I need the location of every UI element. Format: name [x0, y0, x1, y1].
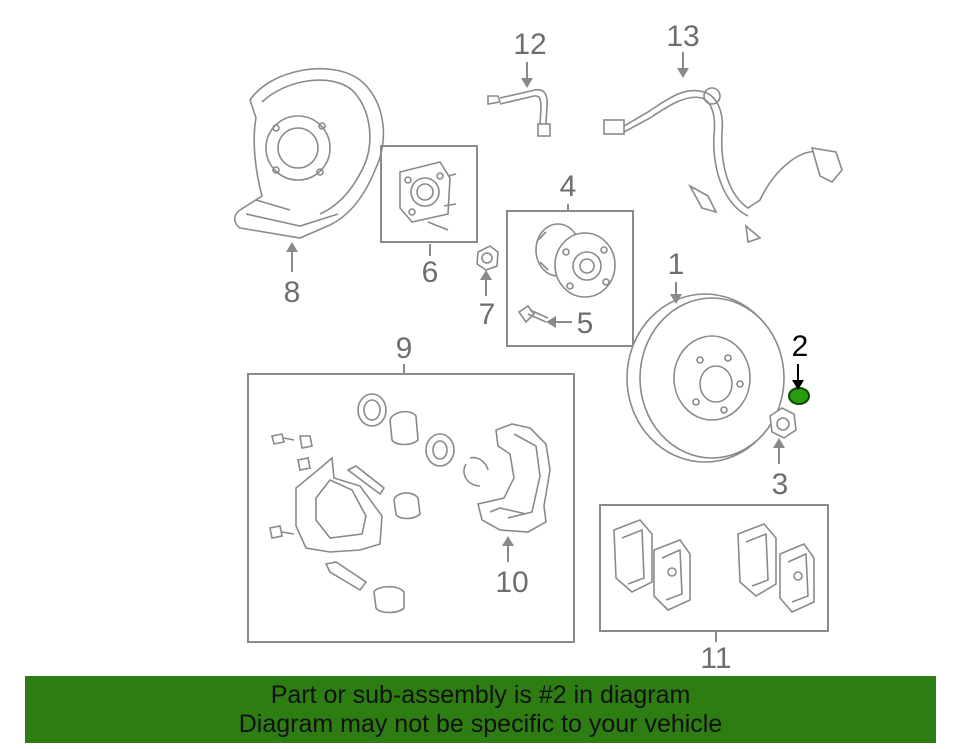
- part-9-caliper-kit[interactable]: [269, 393, 489, 614]
- callout-1: 1: [668, 248, 685, 281]
- part-9-box: [247, 373, 575, 643]
- callout-9: 9: [396, 332, 413, 365]
- callout-2: 2: [792, 330, 809, 363]
- banner-line-2: Diagram may not be specific to your vehi…: [238, 709, 723, 738]
- banner-line-1: Part or sub-assembly is #2 in diagram: [270, 680, 691, 709]
- part-6-hub[interactable]: [399, 161, 457, 231]
- part-4-hub-assembly[interactable]: [535, 223, 616, 298]
- part-10-caliper-bracket[interactable]: [477, 423, 551, 533]
- callout-12: 12: [513, 28, 546, 61]
- part-3-hub-nut[interactable]: [769, 407, 797, 439]
- callout-13: 13: [666, 20, 699, 53]
- part-1-rotor[interactable]: [626, 293, 785, 463]
- part-12-brake-hose[interactable]: [487, 88, 551, 137]
- part-6-box: [380, 145, 478, 243]
- callout-10: 10: [495, 566, 528, 599]
- callout-4: 4: [560, 170, 577, 203]
- info-banner: Part or sub-assembly is #2 in diagram Di…: [25, 676, 936, 743]
- part-8-dust-shield[interactable]: [233, 67, 385, 239]
- callout-3: 3: [772, 468, 789, 501]
- callout-7: 7: [479, 298, 496, 331]
- part-11-box: [599, 504, 829, 632]
- part-4-box: [506, 210, 634, 347]
- callout-11: 11: [700, 642, 731, 675]
- callout-5: 5: [577, 307, 594, 340]
- callout-6: 6: [422, 256, 439, 289]
- part-13-abs-sensor[interactable]: [603, 87, 843, 244]
- part-2-highlighted[interactable]: [788, 387, 810, 405]
- part-11-brake-pads[interactable]: [613, 519, 815, 613]
- callout-8: 8: [284, 276, 301, 309]
- part-5-bolt[interactable]: [517, 304, 549, 324]
- part-7-nut[interactable]: [476, 245, 499, 271]
